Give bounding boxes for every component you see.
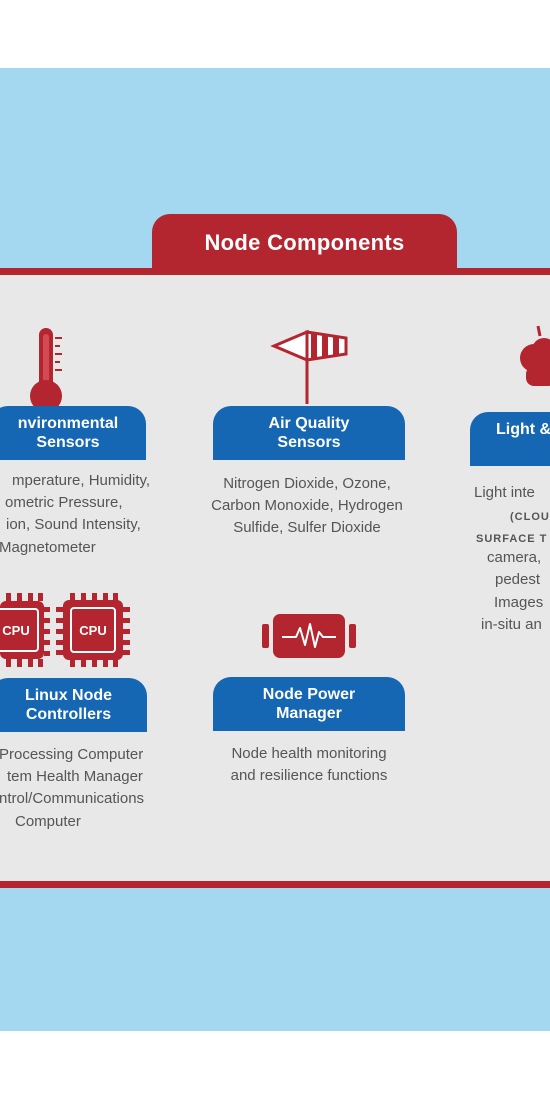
linux-desc-2: tem Health Manager [7, 768, 143, 785]
air-quality-desc-1: Nitrogen Dioxide, Ozone, [223, 475, 391, 492]
linux-desc-4: Computer [15, 813, 81, 830]
light-desc-1: Light inte [474, 484, 535, 501]
light-label-line1: Light & [496, 421, 550, 438]
thermometer-icon [30, 328, 62, 412]
environmental-desc-2: ometric Pressure, [5, 494, 123, 511]
power-monitor-icon [262, 614, 356, 658]
cpu-chip-icon: CPU [0, 593, 50, 667]
linux-node-controllers-label: Linux Node Controllers [0, 678, 147, 732]
power-label-line1: Node Power [262, 686, 356, 703]
linux-label-line1: Linux Node [24, 687, 113, 704]
power-label-line2: Manager [276, 705, 342, 722]
air-quality-label-line2: Sensors [277, 434, 341, 451]
environmental-desc-4: Magnetometer [0, 539, 96, 556]
air-quality-label-line1: Air Quality [268, 415, 350, 432]
linux-desc-1: Processing Computer [0, 746, 144, 763]
light-desc-2: (CLOU [510, 511, 550, 523]
environmental-sensors-label: nvironmental Sensors [0, 406, 146, 460]
environmental-label-line1: nvironmental [17, 415, 119, 432]
light-desc-6: Images [494, 594, 544, 611]
light-desc-3: SURFACE T [476, 533, 548, 545]
cpu-chip-icon: CPU [56, 593, 130, 667]
air-quality-desc-3: Sulfide, Sulfer Dioxide [233, 519, 381, 536]
environmental-desc-1: mperature, Humidity, [12, 472, 151, 489]
light-desc-7: in-situ an [481, 616, 542, 633]
linux-desc-3: ntrol/Communications [0, 790, 145, 807]
cpu-chip-label: CPU [79, 623, 106, 638]
power-desc-2: and resilience functions [230, 767, 388, 784]
environmental-label-line2: Sensors [36, 434, 100, 451]
panel-title: Node Components [152, 214, 457, 274]
light-desc-4: camera, [487, 549, 542, 566]
power-desc-1: Node health monitoring [231, 745, 387, 762]
air-quality-sensors-label: Air Quality Sensors [213, 406, 405, 460]
components-panel [0, 268, 550, 888]
cpu-chip-label: CPU [2, 623, 29, 638]
light-sensors-label: Light & Se [470, 412, 550, 466]
node-power-manager-label: Node Power Manager [213, 677, 405, 731]
linux-label-line2: Controllers [25, 706, 112, 723]
cloud-sun-icon [520, 325, 550, 386]
light-label-line2: Se [496, 439, 550, 458]
windsock-icon [270, 329, 348, 404]
air-quality-desc-2: Carbon Monoxide, Hydrogen [211, 497, 403, 514]
environmental-desc-3: ion, Sound Intensity, [6, 516, 141, 533]
light-desc-5: pedest [495, 571, 541, 588]
